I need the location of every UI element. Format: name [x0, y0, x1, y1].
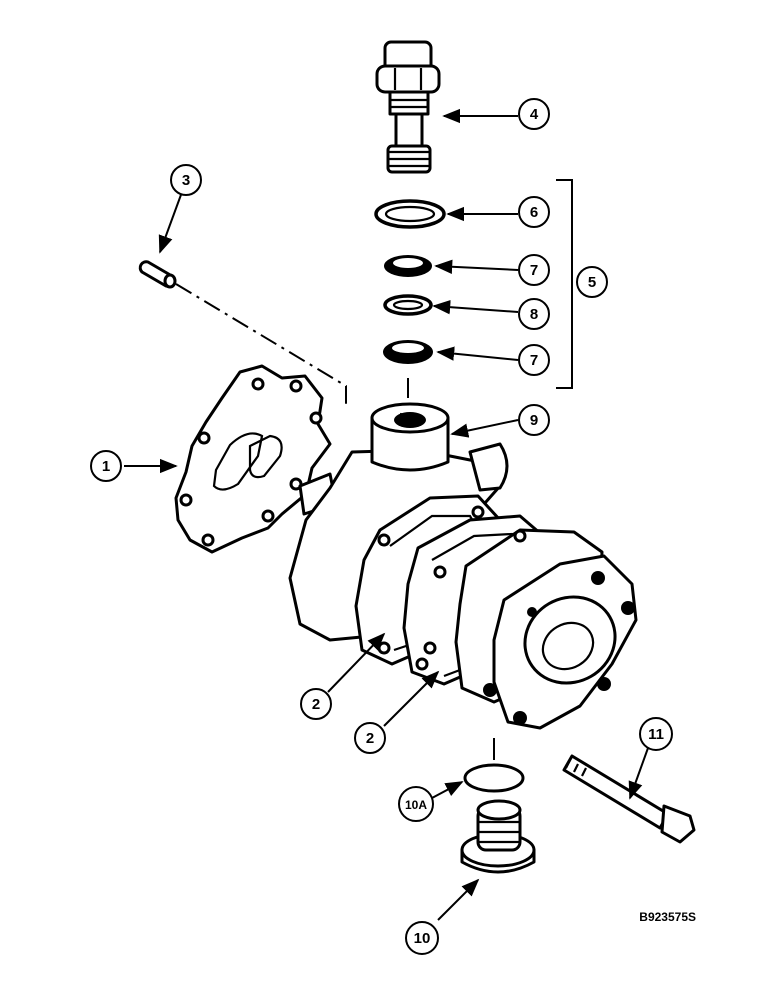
dowel-pin — [138, 260, 177, 289]
callout-6: 6 — [518, 196, 550, 228]
callout-11-label: 11 — [648, 726, 664, 743]
plug-o-ring — [463, 763, 525, 793]
callout-4-label: 4 — [530, 106, 539, 123]
callout-5-label: 5 — [588, 274, 596, 291]
callout-6-label: 6 — [530, 204, 538, 221]
alignment-lines — [175, 283, 495, 760]
drain-plug — [460, 799, 536, 874]
callout-7-upper-label: 7 — [530, 262, 538, 279]
callout-10-label: 10 — [414, 930, 431, 947]
callout-2-first: 2 — [300, 688, 332, 720]
callout-10a-label: 10A — [405, 798, 427, 812]
callout-3-label: 3 — [182, 172, 190, 189]
pump-assembly — [288, 402, 638, 730]
callout-11: 11 — [639, 717, 673, 751]
callout-1: 1 — [90, 450, 122, 482]
callout-10a: 10A — [398, 786, 434, 822]
callout-8-label: 8 — [530, 306, 538, 323]
callout-7-lower: 7 — [518, 344, 550, 376]
through-bolt — [562, 754, 696, 844]
callout-9-label: 9 — [530, 412, 538, 429]
relief-valve-cartridge — [375, 40, 441, 174]
callout-8: 8 — [518, 298, 550, 330]
backup-ring — [374, 199, 446, 229]
seal-lower — [383, 340, 433, 364]
callout-4: 4 — [518, 98, 550, 130]
seal-upper — [384, 255, 432, 277]
callout-3: 3 — [170, 164, 202, 196]
callout-2-second-label: 2 — [366, 730, 374, 747]
callout-2-first-label: 2 — [312, 696, 320, 713]
drawing-code: B923575S — [639, 910, 696, 924]
callout-9: 9 — [518, 404, 550, 436]
callout-7-upper: 7 — [518, 254, 550, 286]
callout-2-second: 2 — [354, 722, 386, 754]
o-ring — [383, 294, 433, 316]
callout-1-label: 1 — [102, 458, 110, 475]
callout-5: 5 — [576, 266, 608, 298]
leader-arrows — [124, 108, 649, 921]
callout-10: 10 — [405, 921, 439, 955]
seal-kit-bracket — [556, 179, 573, 389]
callout-7-lower-label: 7 — [530, 352, 538, 369]
